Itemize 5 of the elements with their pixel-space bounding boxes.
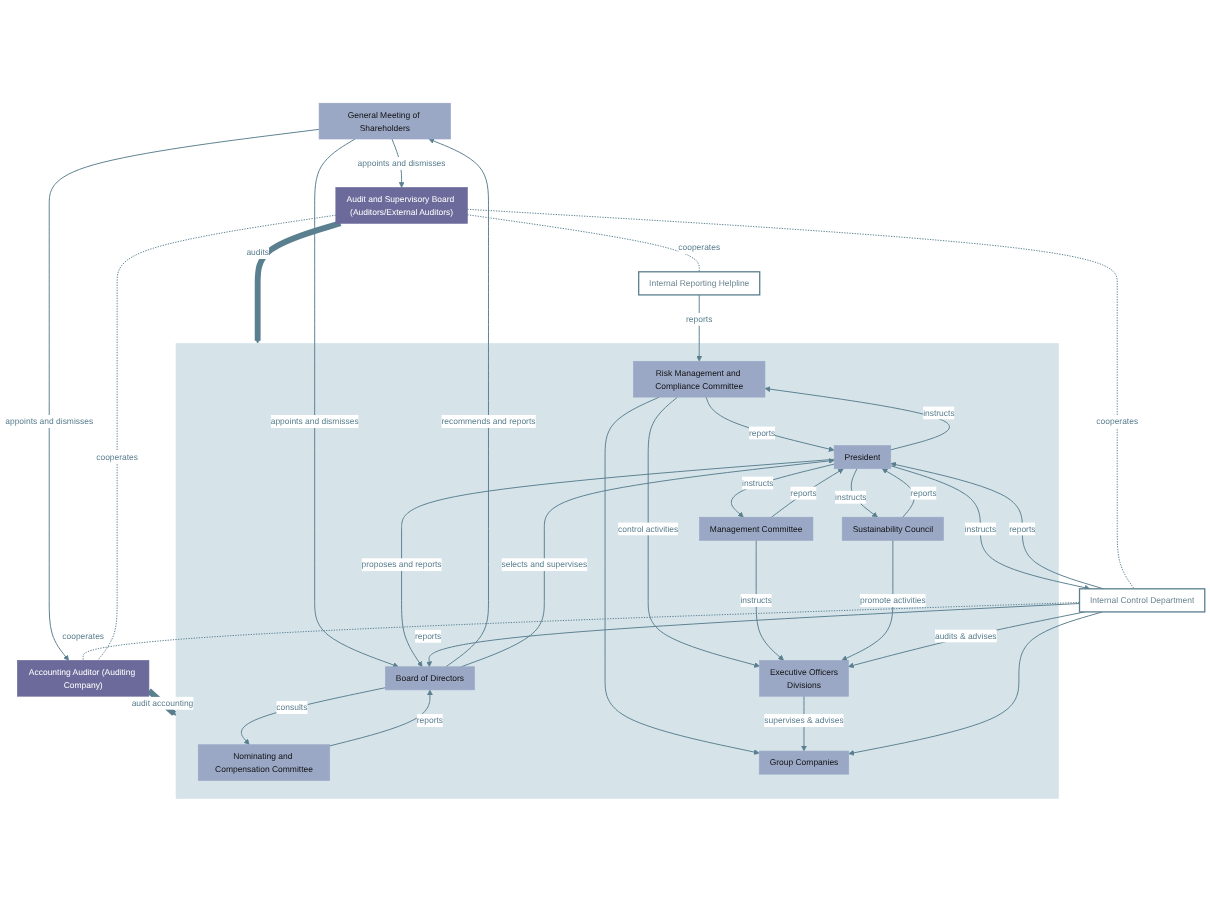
connector [82,602,1080,662]
arrow [254,220,342,344]
connector [466,209,1135,590]
connector [466,214,700,273]
connector [97,214,337,662]
